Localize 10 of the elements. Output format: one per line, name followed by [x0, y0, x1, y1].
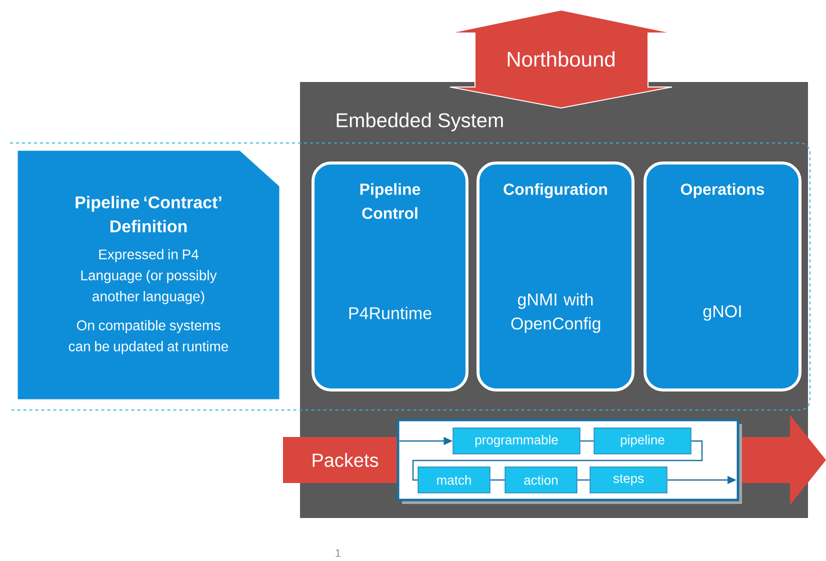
step-box: pipeline [594, 428, 692, 454]
definition-box: Pipeline ‘Contract’ Definition Expressed in P4 Language (or possibly another language) On compatible systems can be updated at runtime [16, 149, 281, 401]
interface-box: Operations gNOI [644, 162, 802, 392]
step-box: programmable [452, 428, 580, 454]
page-number: 1 [336, 549, 341, 557]
interface-box: Configuration gNMI with OpenConfig [476, 162, 634, 392]
step-box: steps [590, 466, 668, 494]
step-box: action [504, 466, 578, 494]
interface-box: Pipeline Control P4Runtime [312, 162, 468, 392]
step-box: match [418, 466, 490, 494]
